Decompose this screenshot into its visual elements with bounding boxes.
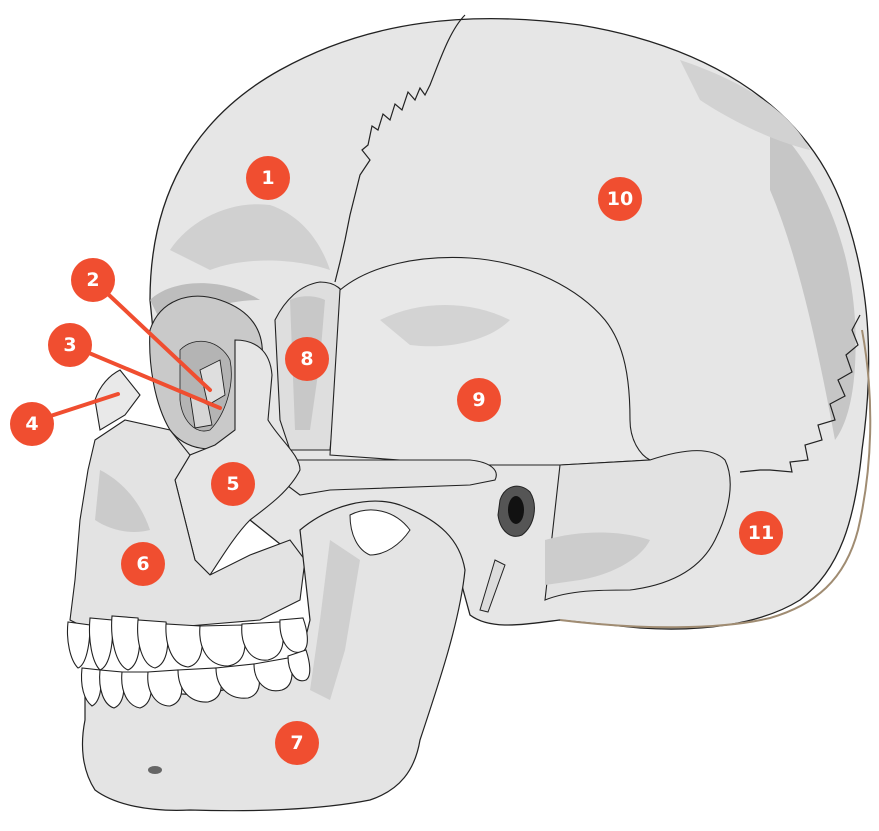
marker-7-label: 7 <box>290 732 303 754</box>
marker-5: 5 <box>211 462 255 506</box>
mental-foramen <box>148 766 162 774</box>
marker-2: 2 <box>71 258 115 302</box>
marker-6: 6 <box>121 542 165 586</box>
marker-10-label: 10 <box>607 188 633 210</box>
marker-1-label: 1 <box>261 167 274 189</box>
marker-9-label: 9 <box>472 389 485 411</box>
marker-4: 4 <box>10 402 54 446</box>
marker-3-label: 3 <box>63 334 76 356</box>
ear-canal-inner <box>508 496 524 524</box>
marker-2-label: 2 <box>86 269 99 291</box>
marker-8-label: 8 <box>300 348 313 370</box>
marker-7: 7 <box>275 721 319 765</box>
marker-11-label: 11 <box>748 522 774 544</box>
marker-6-label: 6 <box>136 553 149 575</box>
marker-3: 3 <box>48 323 92 367</box>
marker-10: 10 <box>598 177 642 221</box>
marker-4-label: 4 <box>25 413 38 435</box>
marker-9: 9 <box>457 378 501 422</box>
marker-1: 1 <box>246 156 290 200</box>
marker-5-label: 5 <box>226 473 239 495</box>
marker-11: 11 <box>739 511 783 555</box>
marker-8: 8 <box>285 337 329 381</box>
